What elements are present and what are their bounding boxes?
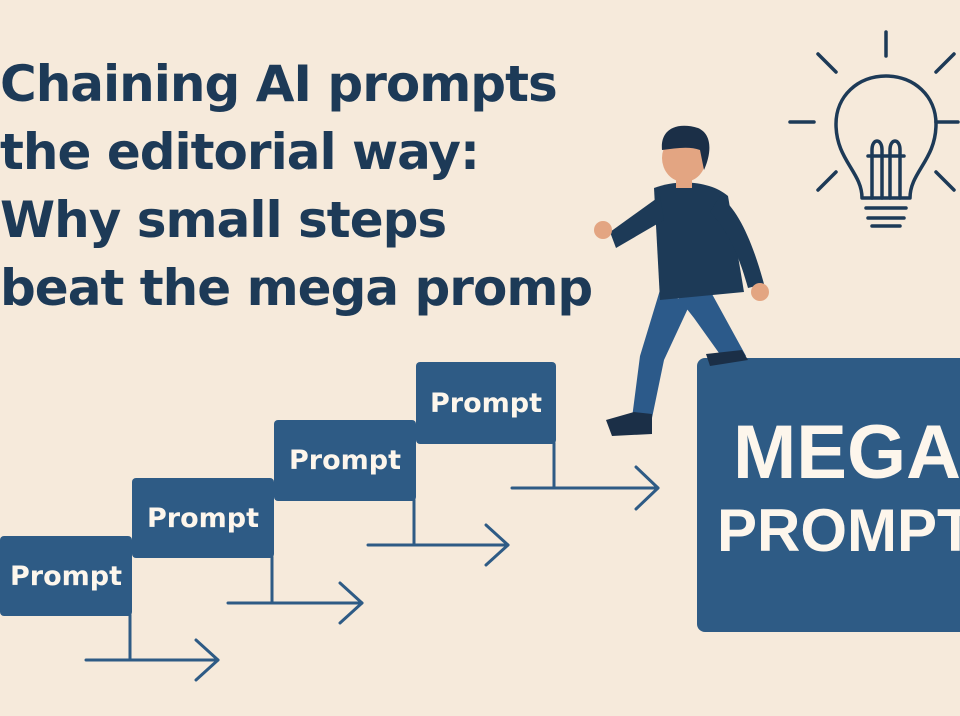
- headline-line-2: the editorial way:: [0, 123, 480, 181]
- prompt-step-4: Prompt: [416, 362, 556, 444]
- headline-line-1: Chaining AI prompts: [0, 55, 558, 113]
- headline-line-4: beat the mega promp: [0, 259, 593, 317]
- mega-prompt-line-1: MEGA: [733, 410, 960, 495]
- prompt-step-2: Prompt: [132, 478, 274, 558]
- headline-line-3: Why small steps: [0, 191, 447, 249]
- arrow-right-icon: [366, 498, 510, 567]
- arrow-right-icon: [226, 555, 364, 625]
- prompt-step-label: Prompt: [146, 502, 260, 534]
- arrow-right-icon: [510, 441, 660, 511]
- prompt-step-label: Prompt: [429, 387, 543, 419]
- mega-prompt-block: MEGA PROMPT: [697, 358, 960, 632]
- prompt-step-label: Prompt: [288, 445, 402, 476]
- prompt-step-label: Prompt: [9, 560, 123, 592]
- arrow-right-icon: [84, 613, 220, 682]
- prompt-step-1: Prompt: [0, 536, 132, 616]
- headline: Chaining AI prompts the editorial way: W…: [0, 50, 593, 322]
- mega-prompt-line-2: PROMPT: [717, 497, 960, 564]
- prompt-step-3: Prompt: [274, 420, 416, 501]
